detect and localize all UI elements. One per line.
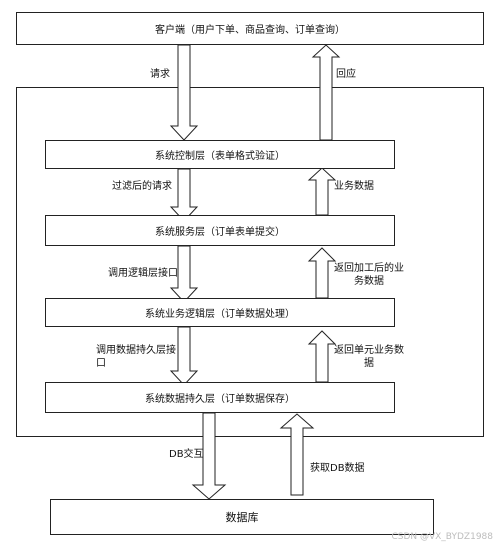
logic-layer-label: 系统业务逻辑层（订单数据处理） [145,309,295,320]
service-layer-label: 系统服务层（订单表单提交） [155,227,285,238]
filtered-request-label: 过滤后的请求 [112,181,172,192]
arrow-response-up [311,44,341,141]
arrow-call-persistence-down [169,326,199,386]
control-layer-label: 系统控制层（表单格式验证） [155,151,285,162]
response-label: 回应 [336,69,356,80]
arrow-request-down [169,44,199,141]
unit-data-label: 返回单元业务数据 [334,345,404,369]
call-persistence-label: 调用数据持久层接口 [96,345,176,369]
request-label: 请求 [150,69,170,80]
arrow-fetch-db-up [279,413,315,496]
persistence-layer-box: 系统数据持久层（订单数据保存） [45,382,395,413]
fetch-db-label: 获取DB数据 [310,463,365,474]
arrow-db-interaction-down [191,412,227,500]
control-layer-box: 系统控制层（表单格式验证） [45,140,395,169]
arrow-processed-data-up [307,247,337,299]
processed-data-label: 返回加工后的业务数据 [334,263,404,287]
arrow-business-data-up [307,167,337,216]
client-label: 客户端（用户下单、商品查询、订单查询） [155,25,345,36]
client-box: 客户端（用户下单、商品查询、订单查询） [16,12,484,45]
arrow-call-logic-down [169,245,199,303]
call-logic-label: 调用逻辑层接口 [108,268,178,279]
service-layer-box: 系统服务层（订单表单提交） [45,215,395,246]
watermark: CSDN @VX_BYDZ1988 [391,532,493,542]
database-label: 数据库 [225,511,259,524]
db-interaction-label: DB交互 [169,449,204,460]
persistence-layer-label: 系统数据持久层（订单数据保存） [145,394,295,405]
business-data-label: 业务数据 [334,181,374,192]
database-box: 数据库 [50,499,434,535]
arrow-filtered-request-down [169,168,199,222]
arrow-unit-data-up [307,330,337,383]
logic-layer-box: 系统业务逻辑层（订单数据处理） [45,298,395,327]
